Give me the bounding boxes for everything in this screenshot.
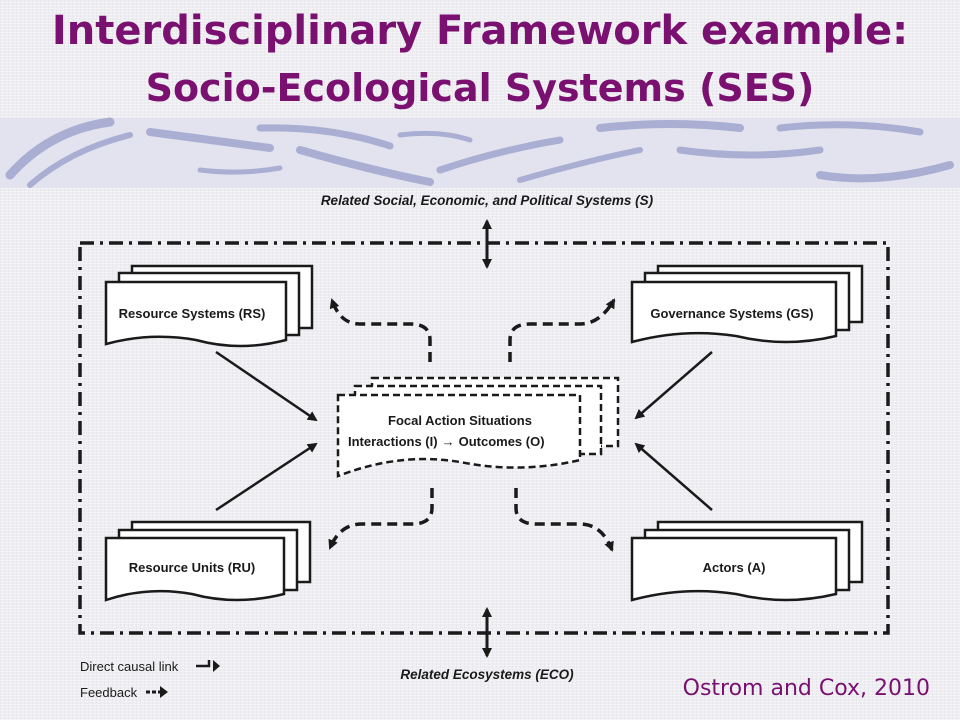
feedback-to-rs	[329, 298, 432, 362]
resource-systems-label: Resource Systems (RS)	[119, 306, 266, 321]
actors-to-focal-arrow	[634, 442, 713, 511]
slide-title-line1: Interdisciplinary Framework example:	[51, 8, 909, 54]
rs-to-focal-arrow	[215, 350, 318, 422]
ses-boundary	[78, 241, 890, 635]
resource-units-box	[104, 520, 312, 602]
interactions-outcomes-arrow: →	[442, 434, 455, 449]
resource-systems-box	[104, 264, 314, 348]
legend: Direct causal link Feedback	[80, 659, 220, 700]
gs-to-focal-arrow	[634, 351, 713, 420]
legend-direct-symbol	[196, 660, 211, 668]
focal-action-interactions-line: Interactions (I) → Outcomes (O)	[348, 434, 545, 449]
related-ecosystems-label: Related Ecosystems (ECO)	[400, 667, 574, 682]
related-social-systems-label: Related Social, Economic, and Political …	[321, 193, 654, 208]
focal-action-title: Focal Action Situations	[388, 413, 532, 428]
slide-title-line2: Socio-Ecological Systems (SES)	[145, 66, 815, 110]
focal-action-situations-box	[336, 376, 620, 478]
actors-box	[630, 520, 864, 602]
interactions-label: Interactions (I)	[348, 434, 438, 449]
ru-to-focal-arrow	[215, 442, 318, 512]
feedback-to-ru	[328, 488, 434, 550]
outcomes-label: Outcomes (O)	[459, 434, 545, 449]
governance-systems-box	[630, 264, 864, 344]
feedback-to-actors	[514, 488, 614, 552]
decorative-swoosh-band	[0, 117, 960, 188]
governance-systems-label: Governance Systems (GS)	[650, 306, 813, 321]
feedback-links	[328, 298, 616, 552]
legend-direct-label: Direct causal link	[80, 659, 179, 674]
feedback-to-gs	[508, 298, 616, 362]
citation: Ostrom and Cox, 2010	[682, 676, 930, 701]
direct-causal-links	[215, 350, 713, 512]
resource-units-label: Resource Units (RU)	[129, 560, 255, 575]
legend-feedback-label: Feedback	[80, 685, 138, 700]
actors-label: Actors (A)	[703, 560, 766, 575]
